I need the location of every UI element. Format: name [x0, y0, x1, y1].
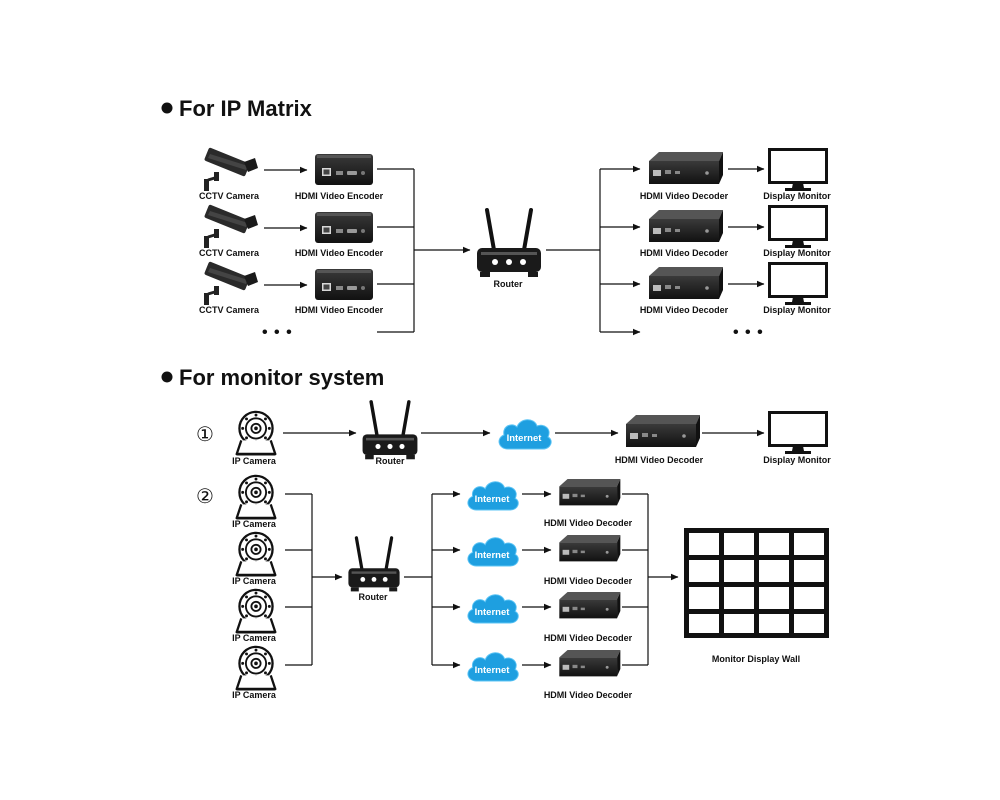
ip-camera-label: IP Camera [232, 456, 277, 466]
decoder-bus [546, 165, 641, 336]
bullet-icon [161, 102, 173, 114]
internet-decoder-row-4: Internet HDMI Video Decoder [467, 649, 633, 700]
router-icon [360, 400, 420, 462]
video-decoder-icon [559, 649, 621, 677]
decoder-row-2: HDMI Video Decoder Display Monitor [640, 205, 831, 258]
decoder-label: HDMI Video Decoder [544, 576, 633, 586]
display-monitor-icon [768, 411, 828, 455]
decoder-label: HDMI Video Decoder [544, 518, 633, 528]
internet-cloud-label: Internet [475, 607, 511, 618]
decoder-label: HDMI Video Decoder [544, 633, 633, 643]
more-cameras-ellipsis: • • • [262, 324, 293, 341]
camera-row-2: CCTV Camera HDMI Video Encoder [199, 203, 384, 258]
router-label: Router [359, 592, 388, 602]
monitor-display-wall [684, 528, 829, 638]
cctv-camera-icon [202, 260, 260, 305]
camera-label: CCTV Camera [199, 248, 260, 258]
internet-decoder-row-1: Internet HDMI Video Decoder [467, 478, 633, 528]
ip-camera-icon [235, 474, 277, 520]
camera-bus [285, 493, 343, 666]
internet-cloud-label: Internet [475, 550, 511, 561]
ip-camera-icon [235, 588, 277, 634]
ip-camera-icon [235, 410, 277, 456]
decoder-to-wall-bus [622, 493, 679, 666]
camera-label: CCTV Camera [199, 191, 260, 201]
section-ip-matrix: For IP Matrix CCTV Camera HDMI Video Enc… [161, 96, 831, 341]
monitor-label: Display Monitor [763, 305, 831, 315]
decoder-label: HDMI Video Decoder [640, 191, 729, 201]
cloud-bus [404, 490, 461, 669]
internet-cloud-label: Internet [475, 665, 511, 676]
ip-camera-label: IP Camera [232, 576, 277, 586]
decoder-label: HDMI Video Decoder [544, 690, 633, 700]
internet-decoder-row-2: Internet HDMI Video Decoder [467, 534, 633, 586]
router-label: Router [494, 279, 523, 289]
cctv-camera-icon [202, 146, 260, 191]
cctv-camera-icon [202, 203, 260, 248]
internet-decoder-row-3: Internet HDMI Video Decoder [467, 591, 633, 643]
decoder-label: HDMI Video Decoder [640, 248, 729, 258]
video-encoder-icon [315, 154, 373, 185]
video-decoder-icon [626, 415, 700, 447]
video-decoder-icon [649, 152, 723, 184]
video-encoder-icon [315, 212, 373, 243]
step-1-number: ① [196, 422, 214, 446]
encoder-bus [377, 168, 471, 333]
more-decoders-ellipsis: • • • [733, 324, 764, 341]
ip-camera-icon [235, 531, 277, 577]
section-monitor-system: For monitor system ① IP Camera Router In… [161, 365, 831, 700]
internet-cloud-label: Internet [475, 494, 511, 505]
camera-row-3: CCTV Camera HDMI Video Encoder [199, 260, 384, 315]
camera-label: CCTV Camera [199, 305, 260, 315]
display-monitor-icon [768, 148, 828, 192]
router-icon [346, 536, 402, 594]
display-monitor-icon [768, 205, 828, 249]
bullet-icon [161, 371, 173, 383]
video-decoder-icon [649, 267, 723, 299]
router-icon [475, 208, 543, 279]
camera-row-1: CCTV Camera HDMI Video Encoder [199, 146, 384, 201]
encoder-label: HDMI Video Encoder [295, 248, 384, 258]
ip-camera-label: IP Camera [232, 690, 277, 700]
section-title-ip-matrix: For IP Matrix [179, 96, 313, 121]
section-title-monitor-system: For monitor system [179, 365, 384, 390]
ip-camera-icon [235, 645, 277, 691]
encoder-label: HDMI Video Encoder [295, 305, 384, 315]
step-1-chain: ① IP Camera Router Internet HDMI Video D… [196, 400, 831, 466]
monitor-label: Display Monitor [763, 248, 831, 258]
ip-camera-column: IP Camera IP Camera IP Camera IP Camera [232, 474, 277, 700]
monitor-label: Display Monitor [763, 455, 831, 465]
ip-camera-label: IP Camera [232, 633, 277, 643]
monitor-label: Display Monitor [763, 191, 831, 201]
step-2-number: ② [196, 484, 214, 508]
decoder-label: HDMI Video Decoder [640, 305, 729, 315]
video-decoder-icon [559, 478, 621, 506]
decoder-label: HDMI Video Decoder [615, 455, 704, 465]
internet-cloud-label: Internet [507, 433, 543, 444]
display-wall-label: Monitor Display Wall [712, 654, 800, 664]
step-2-chain: ② IP Camera IP Camera IP Camera IP Camer… [196, 474, 829, 700]
video-decoder-icon [559, 591, 621, 619]
decoder-row-3: HDMI Video Decoder Display Monitor [640, 262, 831, 315]
display-monitor-icon [768, 262, 828, 306]
ip-camera-label: IP Camera [232, 519, 277, 529]
decoder-row-1: HDMI Video Decoder Display Monitor [640, 148, 831, 201]
router-label: Router [376, 456, 405, 466]
video-decoder-icon [649, 210, 723, 242]
video-encoder-icon [315, 269, 373, 300]
encoder-label: HDMI Video Encoder [295, 191, 384, 201]
video-decoder-icon [559, 534, 621, 562]
